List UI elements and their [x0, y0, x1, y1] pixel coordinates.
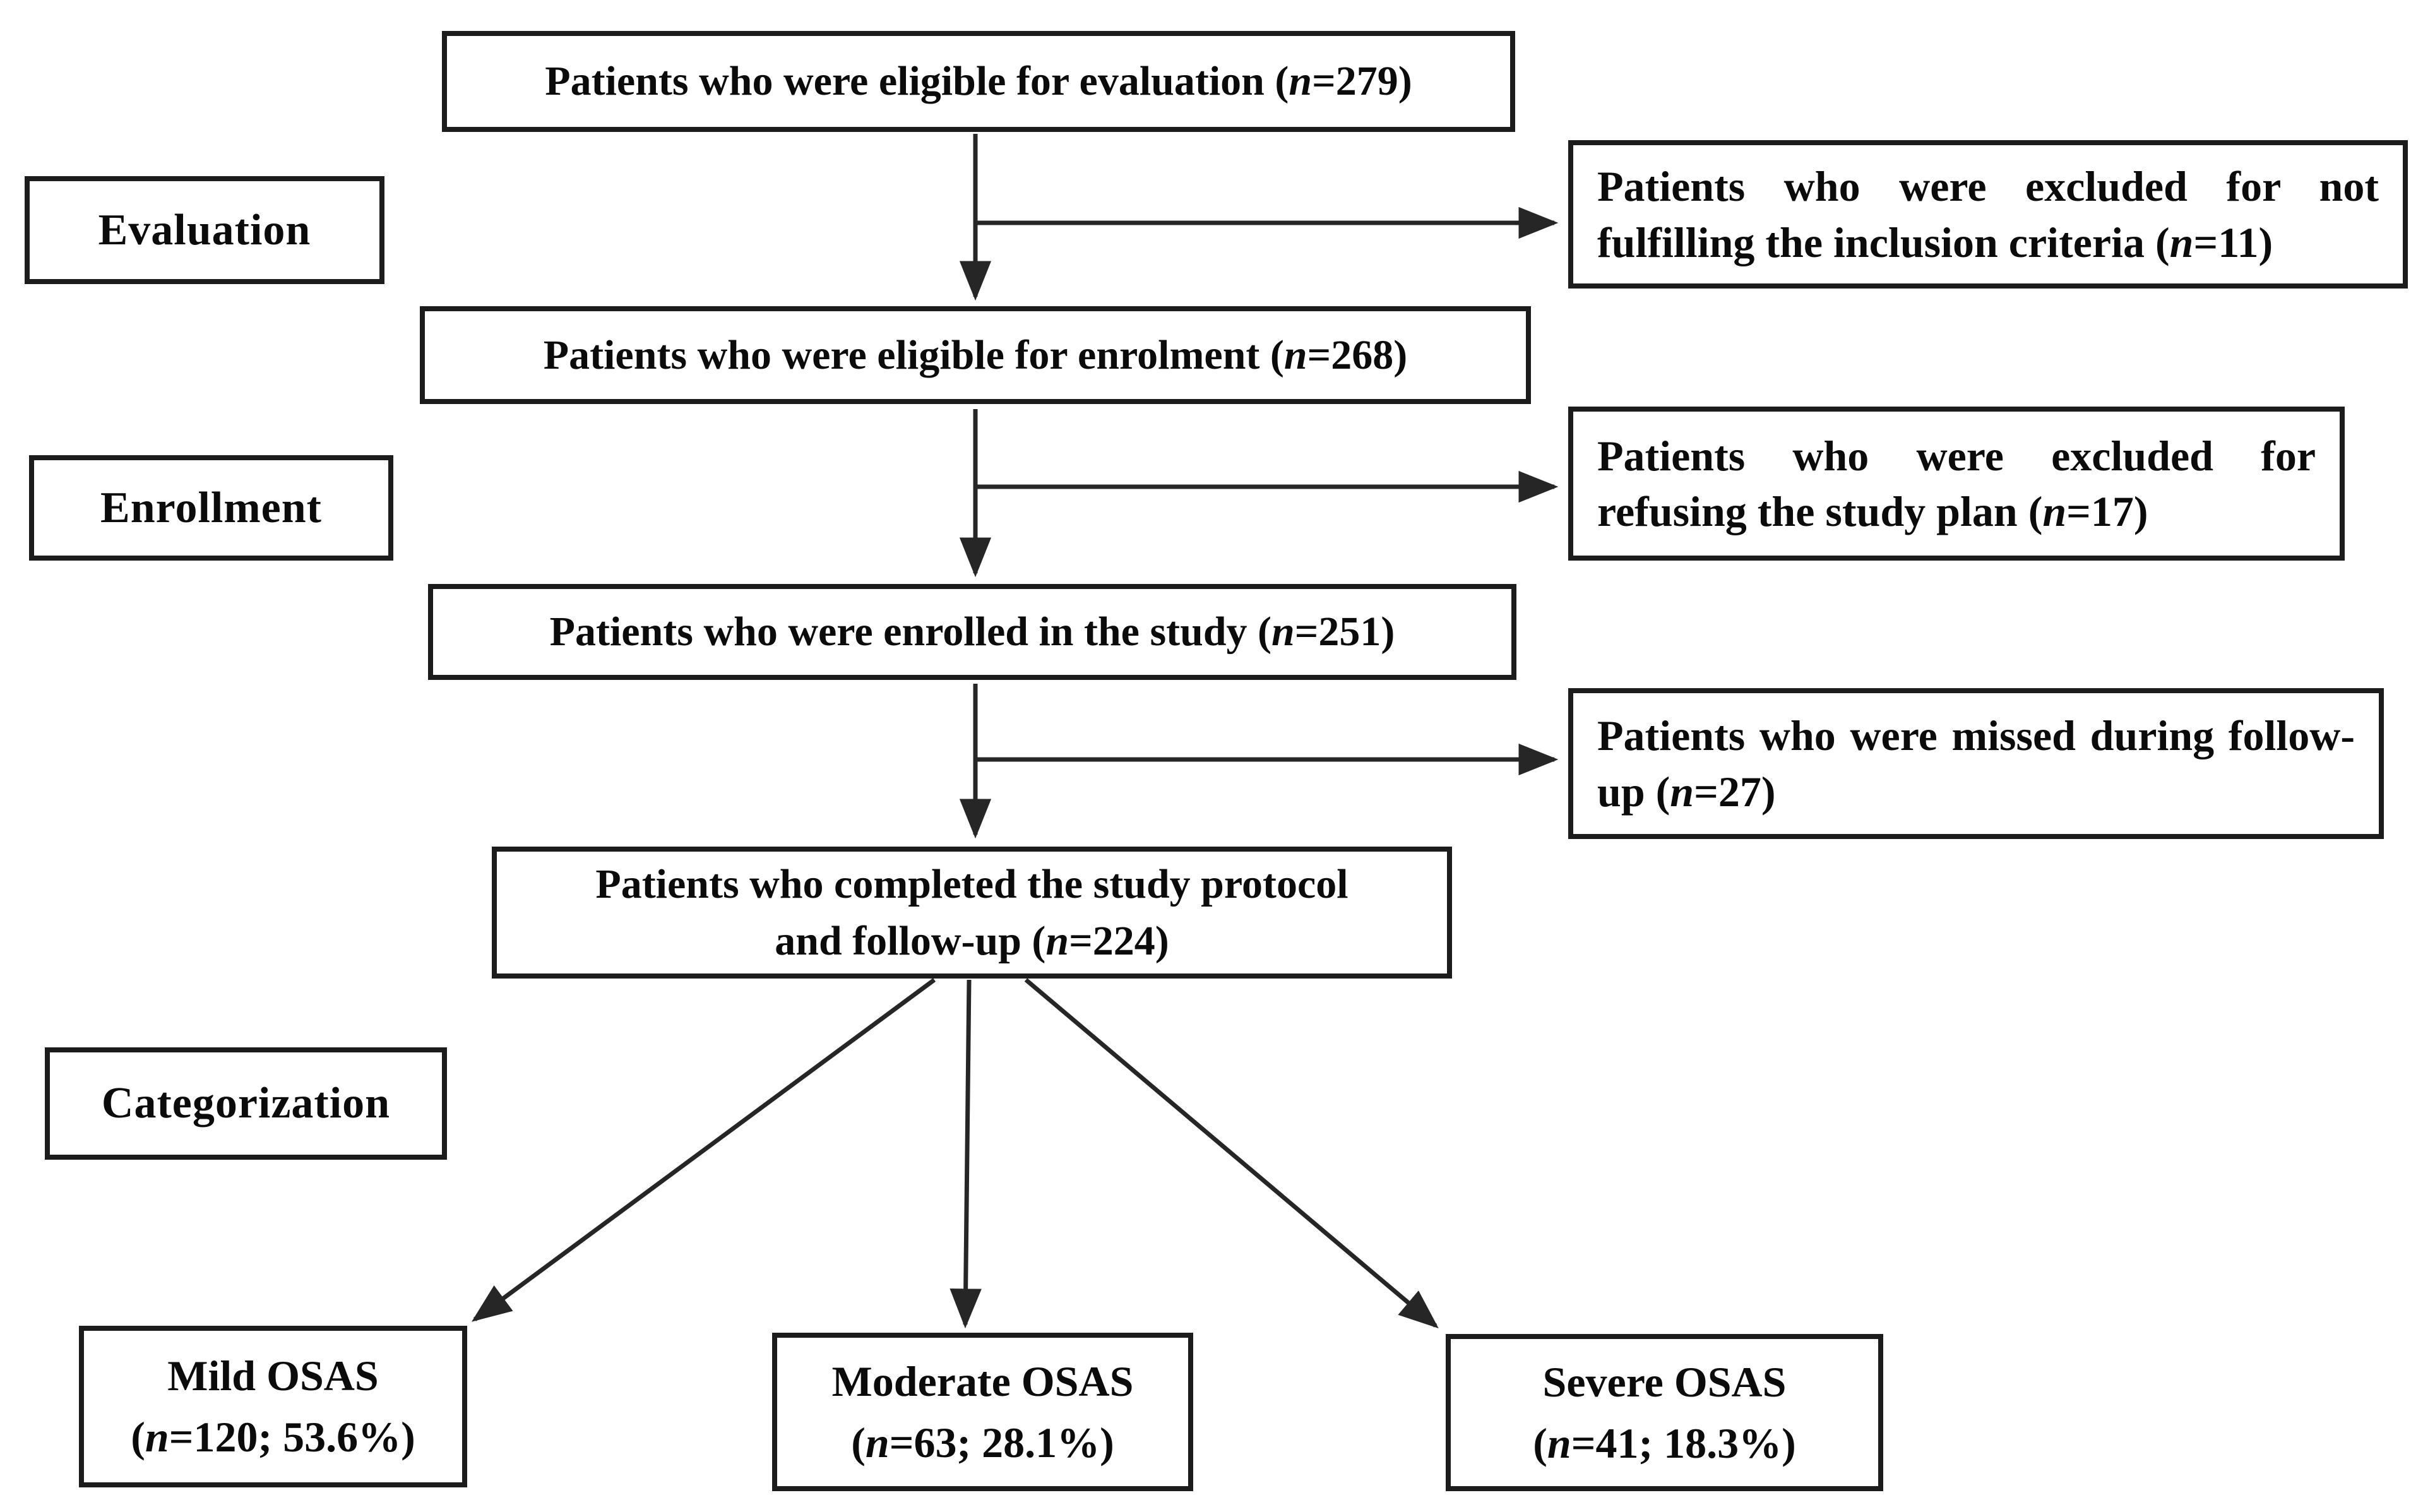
stage-label-evaluation: Evaluation: [25, 176, 384, 284]
box-excluded-inclusion: Patients who were excluded for not fulfi…: [1568, 140, 2408, 289]
arrow-completed-to-moderate: [950, 979, 982, 1329]
box-enrolled-text: Patients who were enrolled in the study …: [549, 609, 1395, 655]
box-mild-osas: Mild OSAS (n=120; 53.6%): [79, 1326, 467, 1487]
box-excluded-inclusion-text: Patients who were excluded for not fulfi…: [1597, 162, 2379, 266]
box-excluded-refusal: Patients who were excluded for refusing …: [1568, 407, 2345, 561]
stage-label-categorization-text: Categorization: [101, 1079, 391, 1128]
stage-label-enrollment-text: Enrollment: [100, 483, 322, 532]
stage-label-enrollment: Enrollment: [29, 455, 393, 561]
box-severe-osas-title: Severe OSAS: [1542, 1357, 1787, 1406]
box-enrolled: Patients who were enrolled in the study …: [428, 584, 1516, 680]
box-completed-line1: Patients who completed the study protoco…: [595, 861, 1348, 908]
arrow-completed-to-mild: [471, 978, 936, 1322]
box-eligible-evaluation: Patients who were eligible for evaluatio…: [442, 31, 1515, 132]
box-severe-osas-count: (n=41; 18.3%): [1533, 1419, 1796, 1467]
box-eligible-enrolment-text: Patients who were eligible for enrolment…: [543, 331, 1408, 378]
box-eligible-evaluation-text: Patients who were eligible for evaluatio…: [545, 58, 1412, 104]
box-moderate-osas-title: Moderate OSAS: [831, 1357, 1134, 1405]
box-mild-osas-title: Mild OSAS: [167, 1352, 379, 1400]
box-mild-osas-count: (n=120; 53.6%): [131, 1413, 415, 1461]
box-severe-osas: Severe OSAS (n=41; 18.3%): [1446, 1334, 1883, 1491]
arrow-completed-to-severe: [1024, 978, 1439, 1329]
stage-label-categorization: Categorization: [45, 1047, 447, 1160]
box-completed-line2: and follow-up (n=224): [775, 917, 1169, 964]
box-missed-followup: Patients who were missed during follow-u…: [1568, 688, 2384, 839]
box-eligible-enrolment: Patients who were eligible for enrolment…: [420, 306, 1531, 404]
box-completed: Patients who completed the study protoco…: [492, 847, 1452, 979]
stage-label-evaluation-text: Evaluation: [98, 205, 311, 254]
box-missed-followup-text: Patients who were missed during follow-u…: [1597, 711, 2355, 816]
box-excluded-refusal-text: Patients who were excluded for refusing …: [1597, 431, 2316, 535]
box-moderate-osas: Moderate OSAS (n=63; 28.1%): [772, 1333, 1193, 1491]
box-moderate-osas-count: (n=63; 28.1%): [851, 1418, 1114, 1467]
